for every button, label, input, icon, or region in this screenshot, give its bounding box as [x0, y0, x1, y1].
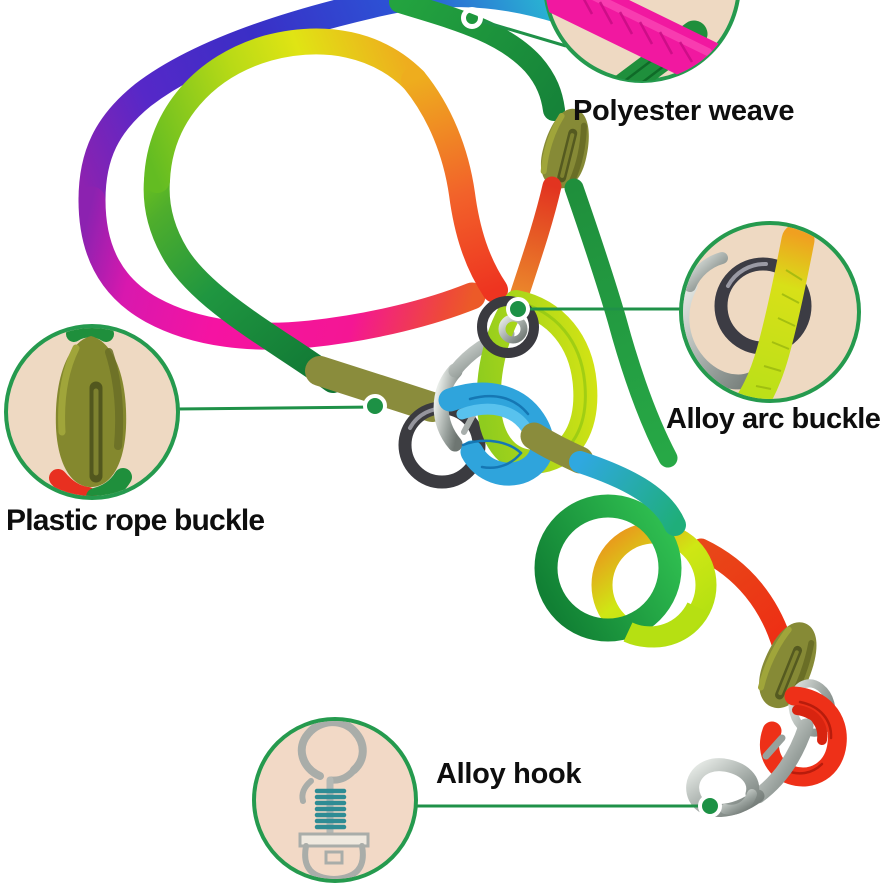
callout-plastic-rope-buckle: [4, 324, 180, 500]
rope-coils: [534, 451, 795, 661]
anchor-markers: [363, 7, 722, 818]
rope-red-strand: [507, 176, 562, 312]
anchor-dot-plastic-rope-buckle: [363, 394, 387, 418]
plastic-buckle-top: [540, 108, 589, 189]
rope-top-strand: [389, 0, 565, 121]
callout-alloy-arc-buckle: [679, 221, 861, 403]
anchor-dot-alloy-hook: [698, 794, 722, 818]
leash-end-assembly: [686, 622, 847, 817]
line-plastic-rope-buckle: [175, 405, 377, 411]
annotation-lines: [175, 18, 712, 808]
label-plastic-rope-buckle: Plastic rope buckle: [6, 504, 265, 537]
snap-hook-end: [686, 718, 814, 817]
metal-arc-buckle-ring: [477, 296, 539, 358]
callout-polyester-weave: [544, 0, 740, 83]
label-alloy-arc-buckle: Alloy arc buckle: [666, 403, 881, 435]
rope-green-strand: [564, 178, 678, 468]
label-polyester-weave: Polyester weave: [573, 95, 795, 127]
anchor-ring-polyester-weave: [461, 7, 483, 29]
anchor-dot-alloy-arc-buckle: [506, 297, 530, 321]
rope-handle-outer-loop: [78, 0, 574, 350]
callout-alloy-hook: [252, 717, 418, 883]
label-alloy-hook: Alloy hook: [436, 758, 582, 790]
swivel-hook-icon: [297, 721, 370, 879]
rope-handle-inner-loop: [143, 28, 508, 393]
line-polyester-weave: [477, 18, 567, 48]
